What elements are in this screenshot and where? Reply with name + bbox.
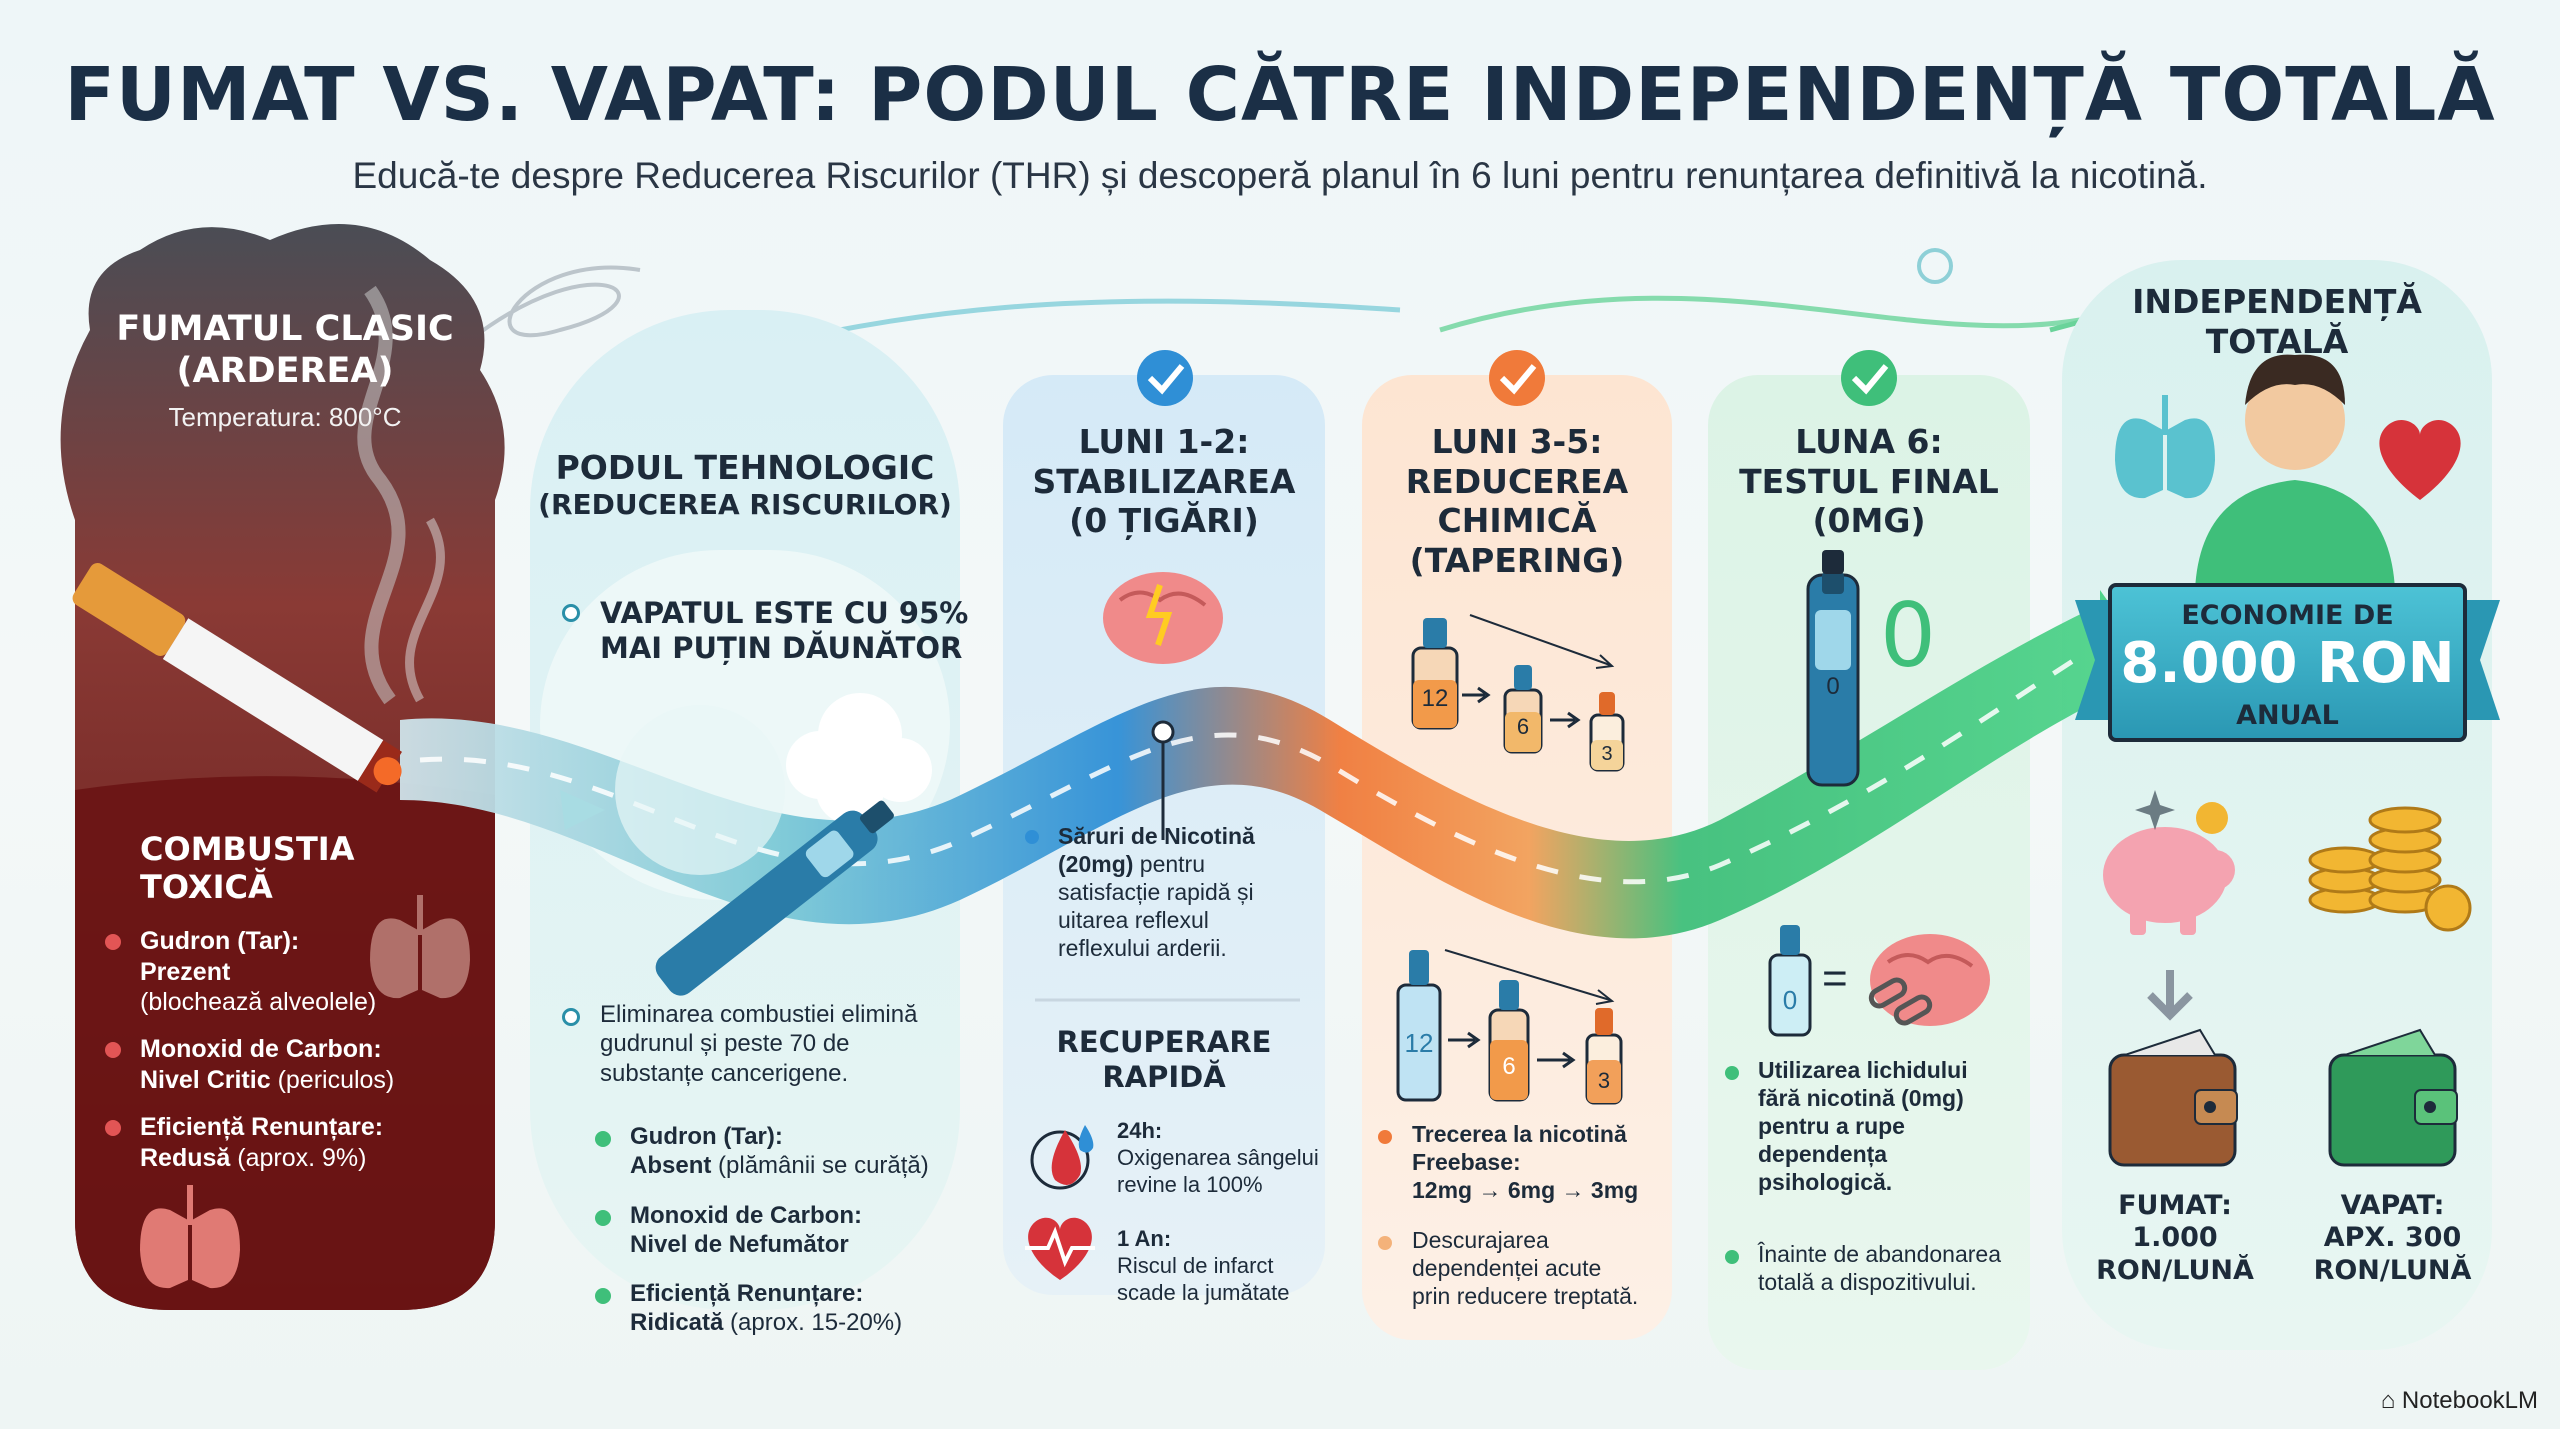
bottle-label: 3 [1597,1068,1611,1093]
bottle-icon [1396,950,1442,1102]
bullet [595,1131,611,1147]
smoking-item-co: Monoxid de Carbon: Nivel Critic (pericul… [140,1035,395,1094]
smoking-cost: FUMAT: 1.000 RON/LUNĂ [2096,1190,2254,1286]
bottle-label: 6 [1516,714,1530,739]
banner-value: 8.000 RON [2120,631,2455,696]
bottle-label: 0 [1782,985,1798,1015]
smoking-item-tar: Gudron (Tar): Prezent (blochează alveole… [140,927,377,1016]
bullet [562,604,580,622]
bottle-label: 3 [1601,743,1613,765]
phase2-title: LUNI 3-5: REDUCEREA CHIMICĂ (TAPERING) [1405,422,1629,580]
vapor-cloud-icon [786,693,932,824]
smoke-cloud-icon [357,285,406,705]
combustion-title: COMBUSTIA TOXICĂ [140,830,355,907]
footer-brand: ⌂ NotebookLM [2380,1387,2538,1414]
bridge-title: PODUL TEHNOLOGIC (REDUCEREA RISCURILOR) [538,448,952,521]
bridge-item-co: Monoxid de Carbon: Nivel de Nefumător [630,1202,862,1259]
bottle-icon [1411,618,1459,730]
bullet [1378,1236,1392,1250]
bullet [1725,1066,1739,1080]
phase3-title: LUNA 6: TESTUL FINAL (0MG) [1739,422,1999,541]
recovery-1year: 1 An: Riscul de infarct scade la jumătat… [1117,1226,1290,1305]
coins-icon [2308,806,2472,932]
phase1-title: LUNI 1-2: STABILIZAREA (0 ȚIGĂRI) [1032,422,1296,541]
bullet [1025,830,1039,844]
checkmark-icon [1137,350,1193,406]
bullet [105,1120,121,1136]
wallet-icon [2108,1028,2238,1167]
cigarette-icon [72,563,402,793]
bullet [595,1210,611,1226]
phase2-step: Trecerea la nicotină Freebase: 12mg → 6m… [1412,1121,1639,1204]
savings-banner [2075,583,2500,742]
bottle-icon [1488,980,1530,1102]
recovery-24h: 24h: Oxigenarea sângelui revine la 100% [1117,1118,1319,1197]
lungs-icon [370,895,470,999]
bottle-icon [1589,692,1625,772]
brain-icon [1103,572,1223,664]
phase3-panel [1708,375,2030,1370]
bottle-icon [1768,925,1812,1037]
bridge-item-tar: Gudron (Tar): Absent (plămânii se curăță… [630,1123,929,1180]
smoking-title: FUMATUL CLASIC (ARDEREA) [116,309,454,391]
zero-nicotine: 0 [1880,584,1936,687]
phase1-description: Săruri de Nicotină (20mg) pentru satisfa… [1058,823,1255,962]
banner-bottom: ANUAL [2236,700,2339,731]
page-title: FUMAT VS. VAPAT: PODUL CĂTRE INDEPENDENȚ… [64,52,2496,138]
vape-pen-icon [1806,550,1860,787]
equals-sign: = [1822,954,1848,1003]
checkmark-icon [1841,350,1897,406]
recovery-title: RECUPERARE RAPIDĂ [1056,1025,1272,1094]
bullet [562,1008,580,1026]
decor-circle [1917,248,1953,284]
smoking-temperature: Temperatura: 800°C [168,402,402,432]
vaping-cost: VAPAT: APX. 300 RON/LUNĂ [2313,1190,2472,1286]
chain-brain-icon [1868,934,1990,1026]
bottle-icon [1503,665,1543,754]
bridge-item-efficiency: Eficiență Renunțare: Ridicată (aprox. 15… [630,1280,903,1337]
heartbeat-icon [1025,1217,1095,1280]
decor-line-green [1439,295,2081,333]
checkmark-icon [1489,350,1545,406]
person-icon [2195,354,2395,590]
wallet-icon [2328,1028,2458,1167]
bullet [105,934,121,950]
bullet [1378,1130,1392,1144]
phase2-note: Descurajarea dependenței acute prin redu… [1412,1227,1639,1310]
bullet [595,1288,611,1304]
lungs-icon [140,1185,240,1289]
lungs-icon [2115,395,2215,499]
independence-title: INDEPENDENȚĂ TOTALĂ [2132,282,2422,361]
vape-pen-icon [655,800,894,996]
bottle-label: 12 [1421,685,1449,712]
bottle-label: 12 [1404,1028,1434,1058]
bridge-elimination: Eliminarea combustiei elimină gudrunul ș… [600,1001,918,1087]
bottle-icon [1585,1008,1623,1105]
phase3-note: Înainte de abandonarea totală a dispozit… [1758,1241,2001,1296]
bridge-headline: VAPATUL ESTE CU 95% MAI PUȚIN DĂUNĂTOR [600,596,969,665]
piggy-bank-icon [2103,802,2235,935]
blood-drop-icon [1030,1125,1094,1190]
smoking-item-efficiency: Eficiență Renunțare: Redusă (aprox. 9%) [140,1113,384,1172]
arrow-icon [2147,970,2193,1021]
heart-icon [2379,419,2461,500]
bullet [1725,1250,1739,1264]
device-label: 0 [1826,673,1840,700]
bottle-label: 6 [1502,1053,1516,1080]
bullet [105,1042,121,1058]
notebook-icon: ⌂ [2380,1387,2396,1414]
decor-swirl [468,265,641,342]
banner-top: ECONOMIE DE [2181,600,2394,631]
page-subtitle: Educă-te despre Reducerea Riscurilor (TH… [352,155,2208,196]
phase3-description: Utilizarea lichidului fără nicotină (0mg… [1758,1057,1968,1196]
